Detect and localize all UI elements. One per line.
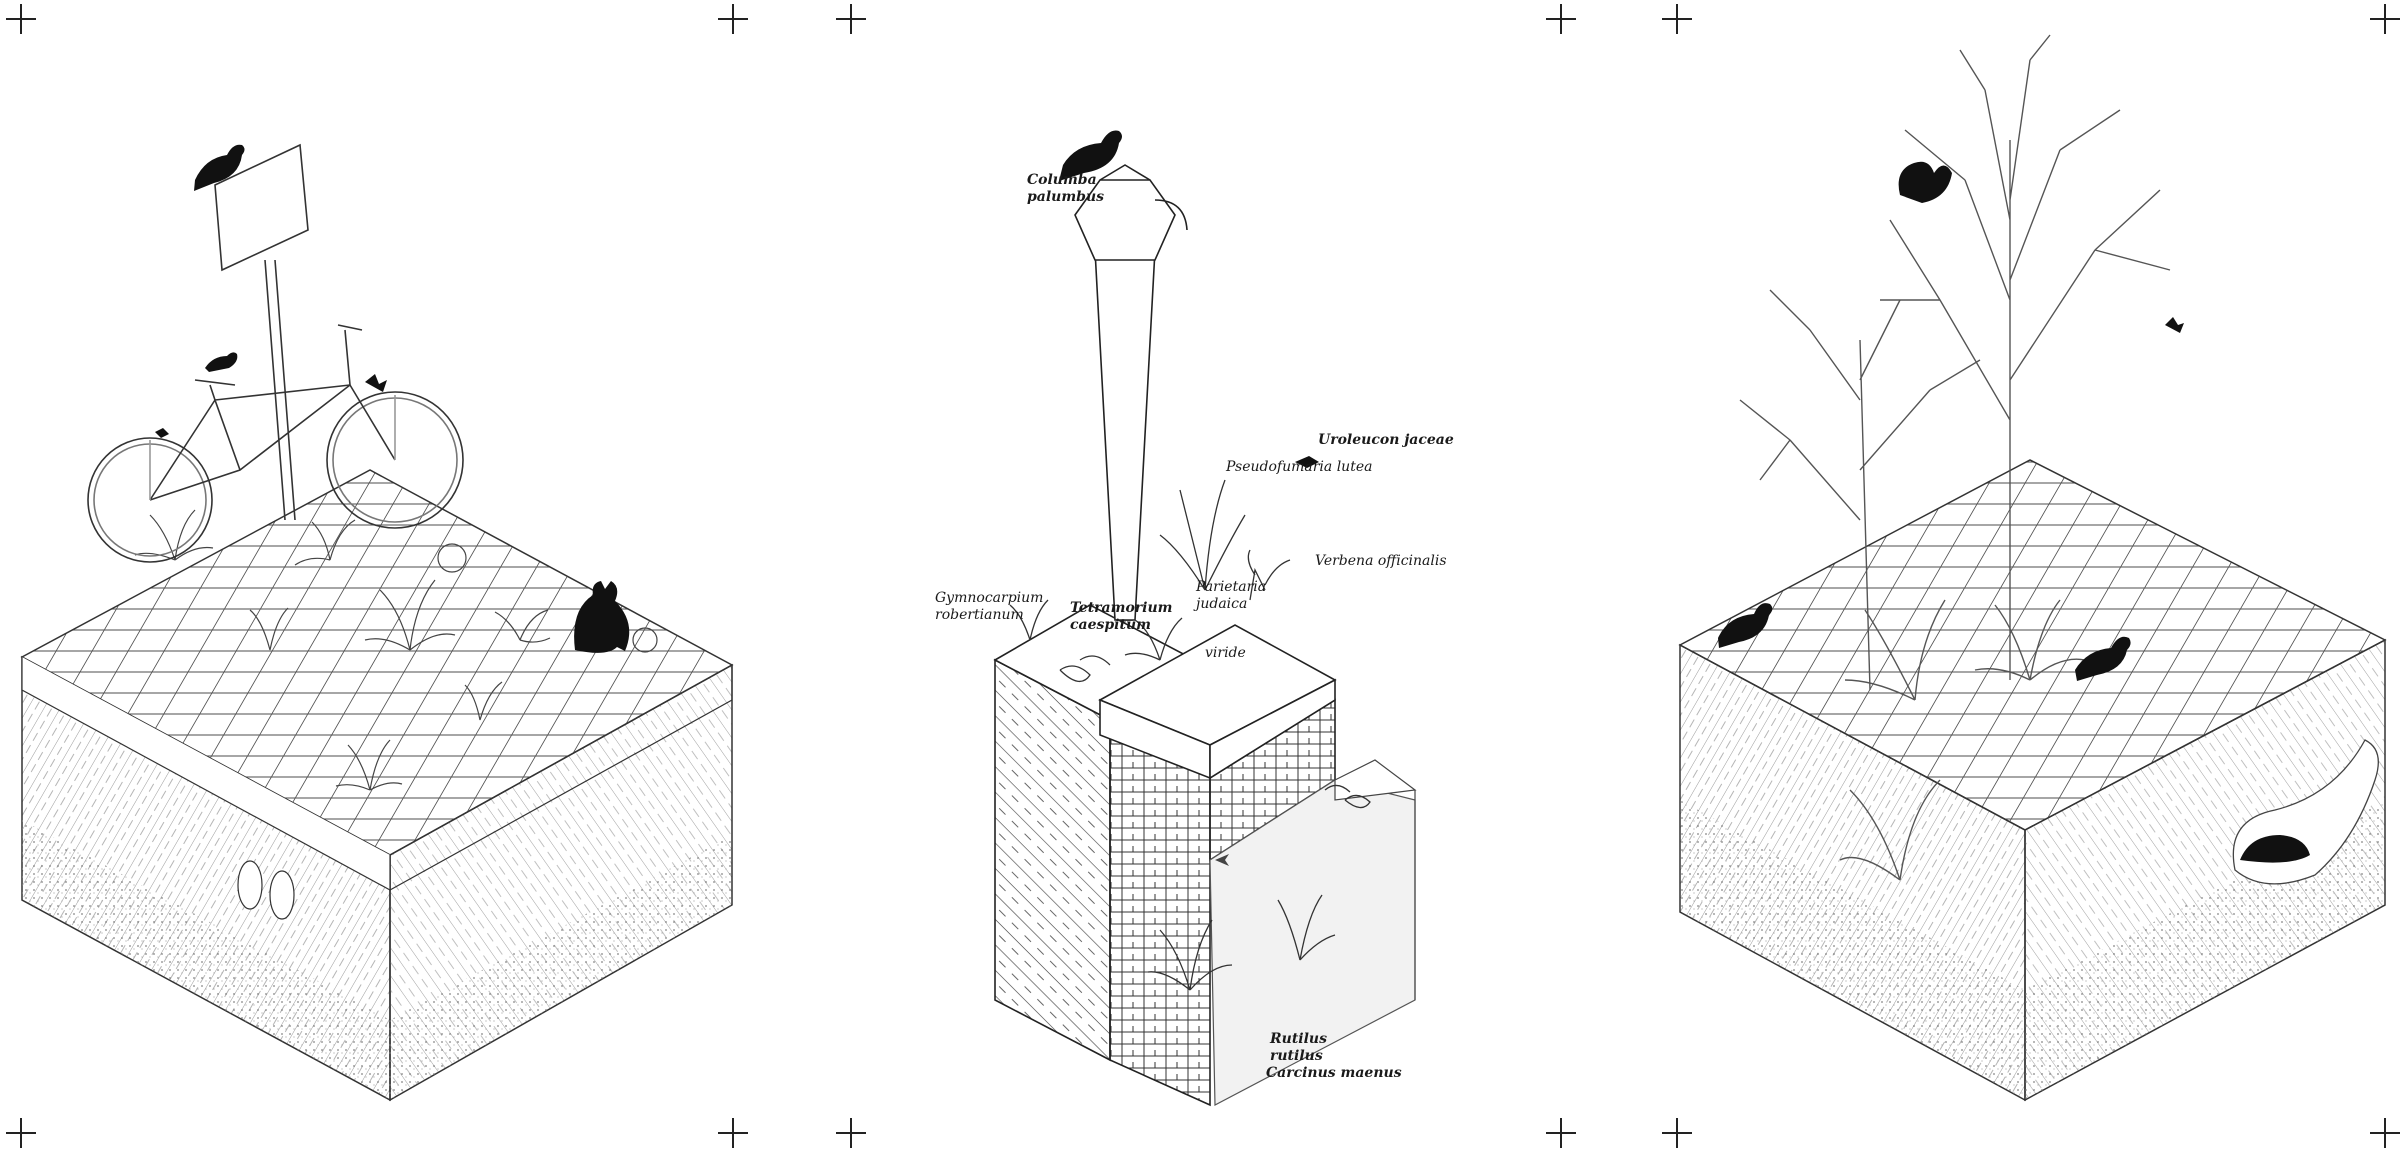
squirrel-in-tree bbox=[1898, 161, 1952, 203]
bicycle bbox=[87, 324, 464, 563]
small-fish bbox=[1215, 854, 1229, 866]
pigeon-on-lamp bbox=[1059, 130, 1122, 181]
label-tetramorium-caespitum: Tetramorium caespitum bbox=[1070, 600, 1173, 633]
crop-mark-bottom-left bbox=[6, 1118, 36, 1148]
crop-mark-bottom-mid-2 bbox=[1546, 1118, 1576, 1148]
pigeon-right bbox=[2075, 636, 2131, 681]
bird-on-bike bbox=[205, 352, 238, 372]
pigeon-on-sign bbox=[194, 144, 245, 191]
sign-post bbox=[214, 143, 309, 521]
cat bbox=[574, 581, 630, 653]
crop-mark-top-mid-2 bbox=[1546, 4, 1576, 34]
crop-mark-top-mid-1 bbox=[836, 4, 866, 34]
panel-tree-pit bbox=[1678, 34, 2387, 1102]
label-carcinus-maenus: Carcinus maenus bbox=[1266, 1065, 1402, 1081]
crop-mark-top-left-2 bbox=[718, 4, 748, 34]
coping-side bbox=[1209, 678, 1336, 780]
canal-top-ledge bbox=[1334, 759, 1417, 801]
label-gymnocarpium-robertianum: Gymnocarpium robertianum bbox=[935, 590, 1044, 623]
paved-top-surface-3 bbox=[1678, 459, 2387, 831]
panel-street-corner bbox=[20, 143, 734, 1102]
trees bbox=[1739, 34, 2171, 881]
panel-canal-wall bbox=[993, 130, 1417, 1107]
label-columba-palumbus: Columba palumbus bbox=[1027, 172, 1105, 205]
brick-wall-front bbox=[1109, 718, 1211, 1107]
butterfly-on-bike bbox=[365, 374, 387, 392]
drain-pipe-1 bbox=[237, 860, 263, 910]
weed-clusters bbox=[134, 509, 658, 791]
crop-mark-bottom-right bbox=[2370, 1118, 2400, 1148]
crop-mark-top-mid-3 bbox=[1662, 4, 1692, 34]
wall-plants bbox=[1009, 479, 1371, 991]
soil-band-left-3 bbox=[1680, 800, 2025, 1100]
paving-edge-left bbox=[21, 657, 391, 892]
soil-band-left bbox=[22, 820, 390, 1100]
label-parietaria-judaica: Parietaria judaica bbox=[1196, 579, 1267, 612]
crop-mark-top-left bbox=[6, 4, 36, 34]
butterfly-tree bbox=[2165, 317, 2184, 333]
paving-edge-right bbox=[389, 665, 733, 891]
pigeon-left bbox=[1718, 603, 1773, 648]
label-pseudofumaria-lutea: Pseudofumaria lutea bbox=[1226, 459, 1373, 475]
label-uroleucon-jaceae: Uroleucon jaceae bbox=[1318, 432, 1454, 448]
insect-small bbox=[155, 428, 169, 438]
crop-mark-top-right bbox=[2370, 4, 2400, 34]
mole bbox=[2240, 835, 2310, 863]
label-verbena-officinalis: Verbena officinalis bbox=[1315, 553, 1447, 569]
drain-pipe-2 bbox=[269, 870, 295, 920]
crop-mark-bottom-mid-3 bbox=[1662, 1118, 1692, 1148]
crop-mark-bottom-mid-1 bbox=[836, 1118, 866, 1148]
label-rutilus-rutilus: Rutilus rutilus bbox=[1270, 1031, 1327, 1064]
crop-mark-bottom-left-2 bbox=[718, 1118, 748, 1148]
aphid-insect bbox=[1295, 456, 1319, 468]
stone-pier-front bbox=[994, 658, 1111, 1062]
label-viride: viride bbox=[1205, 645, 1246, 661]
street-lamp bbox=[1074, 164, 1188, 621]
soil-band-right bbox=[390, 835, 732, 1100]
